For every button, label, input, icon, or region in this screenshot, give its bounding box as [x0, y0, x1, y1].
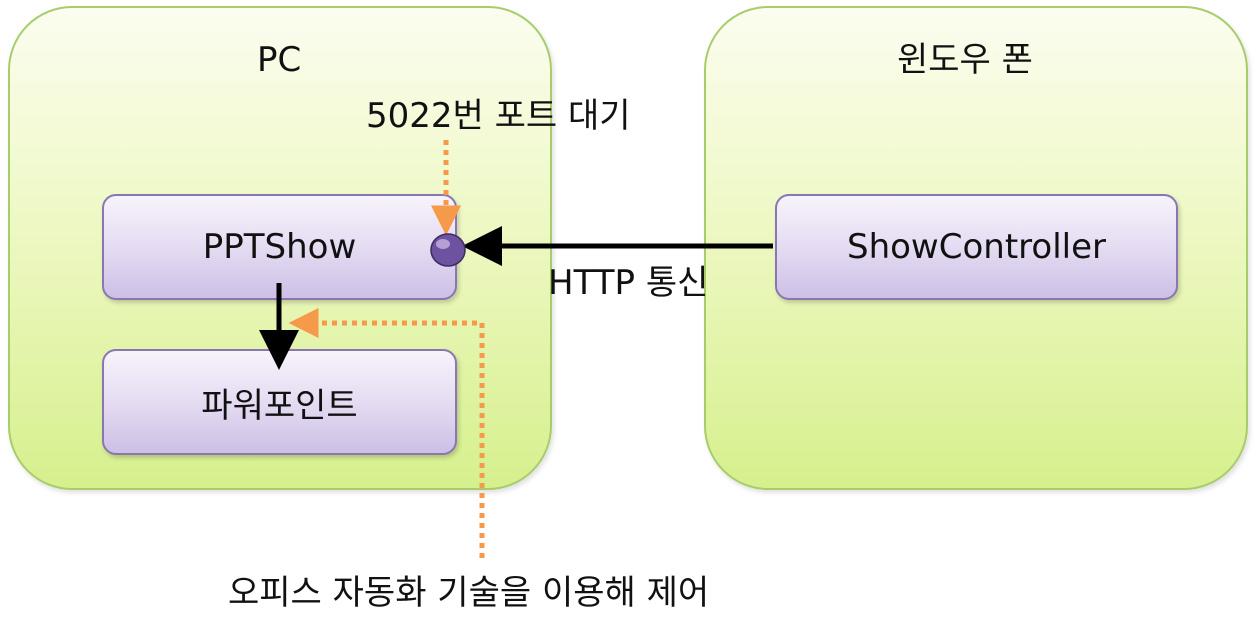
- pptshow-node: PPTShow: [102, 194, 457, 300]
- showcontroller-node: ShowController: [775, 194, 1178, 300]
- showcontroller-node-label: ShowController: [847, 227, 1106, 267]
- powerpoint-node: 파워포인트: [102, 349, 457, 455]
- port-wait-label: 5022번 포트 대기: [366, 96, 631, 136]
- office-automation-label: 오피스 자동화 기술을 이용해 제어: [228, 573, 710, 613]
- pptshow-node-label: PPTShow: [202, 227, 357, 267]
- pc-zone-title: PC: [257, 40, 302, 80]
- powerpoint-node-label: 파워포인트: [201, 385, 358, 426]
- http-label: HTTP 통신: [548, 263, 709, 303]
- windows-phone-zone-title: 윈도우 폰: [897, 40, 1033, 80]
